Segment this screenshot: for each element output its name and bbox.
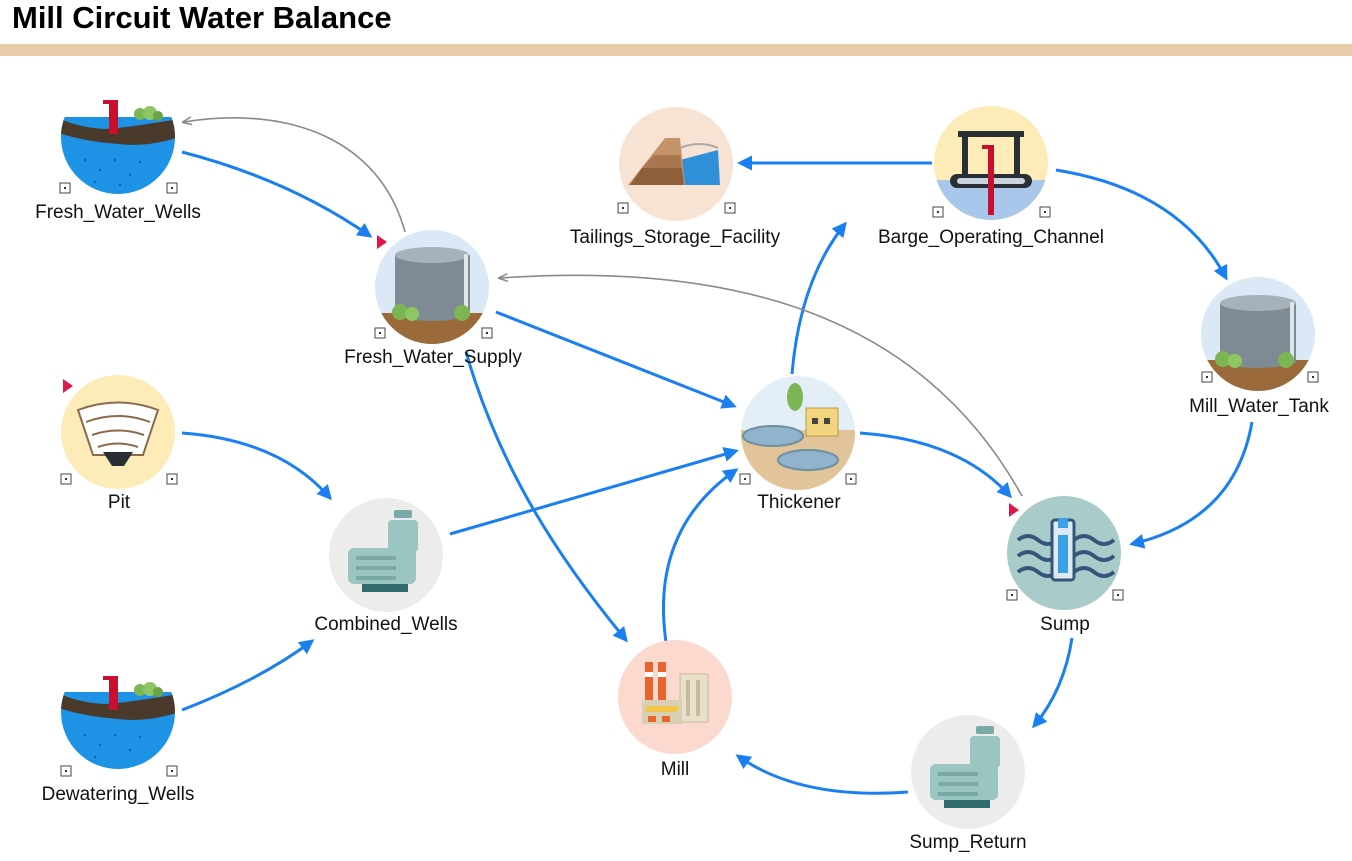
- node-combined-wells[interactable]: Combined_Wells: [314, 498, 458, 635]
- well-icon: [61, 80, 175, 194]
- node-pit[interactable]: Pit: [60, 375, 178, 513]
- node-barge-operating-channel[interactable]: Barge_Operating_Channel: [878, 106, 1104, 248]
- flow-arrow-thickener-to-sump[interactable]: [859, 431, 1012, 499]
- node-thickener[interactable]: Thickener: [739, 376, 860, 513]
- node-mill-water-tank[interactable]: Mill_Water_Tank: [1189, 277, 1329, 417]
- flow-arrow-dewatering-to-combined[interactable]: [181, 639, 315, 712]
- node-label: Combined_Wells: [314, 614, 457, 635]
- node-label: Tailings_Storage_Facility: [570, 227, 781, 248]
- flow-arrow-mill-to-thickener[interactable]: [662, 468, 739, 643]
- factory-icon: [618, 640, 732, 754]
- node-fresh-water-wells[interactable]: Fresh_Water_Wells: [35, 75, 201, 223]
- flow-arrow-barge-to-milltank[interactable]: [1055, 168, 1228, 281]
- node-sump-return[interactable]: Sump_Return: [909, 715, 1027, 853]
- flow-arrow-sumpreturn-to-mill[interactable]: [735, 754, 909, 795]
- page-title: Mill Circuit Water Balance: [12, 0, 392, 35]
- well-icon: [61, 655, 175, 769]
- flow-arrow-pit-to-combined[interactable]: [181, 431, 332, 501]
- node-sump[interactable]: Sump: [1006, 496, 1124, 635]
- storage-tank-icon: [1201, 277, 1315, 391]
- node-label: Fresh_Water_Supply: [344, 347, 522, 368]
- node-label: Dewatering_Wells: [42, 784, 195, 805]
- pump-icon: [911, 715, 1025, 829]
- sump-icon: [1007, 496, 1121, 610]
- tailings-dam-icon: [619, 107, 733, 221]
- node-fresh-water-supply[interactable]: Fresh_Water_Supply: [344, 230, 522, 368]
- flow-arrow-milltank-to-sump[interactable]: [1129, 421, 1254, 549]
- node-label: Mill: [661, 759, 690, 780]
- node-tailings-storage-facility[interactable]: Tailings_Storage_Facility: [570, 107, 781, 248]
- barge-pump-icon: [934, 106, 1048, 220]
- node-label: Mill_Water_Tank: [1189, 396, 1329, 417]
- pump-icon: [329, 498, 443, 612]
- reference-arrow-supply-to-wells[interactable]: [184, 118, 406, 233]
- arrows-layer: [181, 118, 1254, 795]
- node-label: Pit: [108, 492, 131, 513]
- reference-arrow-sump-to-supply[interactable]: [500, 275, 1023, 497]
- node-label: Fresh_Water_Wells: [35, 202, 201, 223]
- flow-arrow-sump-to-sumpreturn[interactable]: [1032, 637, 1074, 729]
- flow-arrow-thickener-to-barge[interactable]: [790, 221, 847, 375]
- node-label: Sump_Return: [909, 832, 1026, 853]
- marker-flag-pit: [63, 379, 73, 393]
- flow-arrow-combined-to-thickener[interactable]: [449, 447, 739, 536]
- flow-arrow-supply-to-mill[interactable]: [464, 351, 628, 643]
- title-rule: [0, 44, 1352, 56]
- flow-arrow-wells-to-supply[interactable]: [181, 150, 373, 238]
- node-dewatering-wells[interactable]: Dewatering_Wells: [42, 650, 195, 805]
- open-pit-icon: [61, 375, 175, 489]
- node-mill[interactable]: Mill: [618, 640, 732, 780]
- marker-flag-sump: [1009, 503, 1019, 517]
- node-label: Sump: [1040, 614, 1090, 635]
- marker-flag-supply: [377, 235, 387, 249]
- node-label: Barge_Operating_Channel: [878, 227, 1104, 248]
- node-label: Thickener: [757, 492, 841, 513]
- flow-arrow-supply-to-thickener[interactable]: [495, 310, 737, 409]
- storage-tank-icon: [375, 230, 489, 344]
- thickener-icon: [741, 376, 855, 490]
